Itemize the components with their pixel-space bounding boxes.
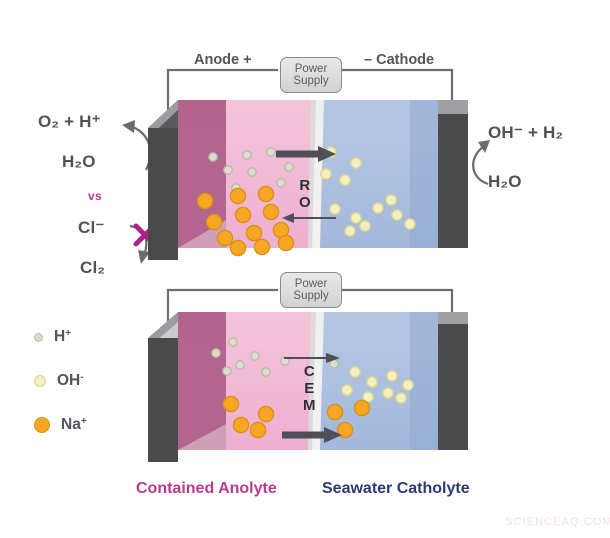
power-supply-line2: Supply	[293, 75, 329, 87]
cem-letter-e: E	[304, 379, 315, 397]
legend-label-oh-minus: OH-	[57, 372, 84, 389]
cem-membrane-label: C E M	[303, 363, 316, 414]
ion-legend: H+ OH- Na+	[34, 328, 87, 434]
power-supply-top[interactable]: Power Supply	[280, 57, 342, 93]
cathode-reaction-arrow	[472, 140, 490, 186]
caption-contained-anolyte: Contained Anolyte	[136, 480, 277, 497]
anode-slab	[148, 128, 178, 260]
ro-letter-o: O	[299, 193, 311, 211]
cem-membrane-arrows	[282, 353, 342, 443]
cem-letter-m: M	[303, 396, 316, 414]
bottom-cathode-slab	[438, 324, 468, 450]
cathode-slab	[438, 114, 468, 248]
power-supply-bottom[interactable]: Power Supply	[280, 272, 342, 308]
anode-reactant-label: H₂O	[62, 152, 96, 171]
legend-item-na-plus: Na+	[34, 416, 87, 434]
ro-letter-r: R	[299, 177, 311, 194]
power-supply-bottom-line2: Supply	[293, 290, 329, 302]
h-plus-ion-swatch	[34, 332, 43, 342]
legend-label-na-plus: Na+	[61, 416, 87, 433]
chloride-reactant-label: Cl⁻	[78, 218, 105, 237]
legend-item-oh-minus: OH-	[34, 372, 87, 390]
cathode-reactant-label: H₂O	[488, 172, 522, 191]
ro-membrane-arrows	[276, 146, 336, 223]
caption-seawater-catholyte: Seawater Catholyte	[322, 480, 470, 497]
vs-label: vs	[88, 189, 102, 203]
anode-product-label: O₂ + H⁺	[38, 112, 101, 131]
anode-label: Anode +	[194, 52, 252, 68]
ro-membrane-label: R O	[299, 177, 311, 212]
cem-letter-c: C	[303, 363, 315, 380]
cathode-product-label: OH⁻ + H₂	[488, 123, 564, 142]
watermark: SCIENCEAQ.COM	[505, 516, 610, 528]
power-supply-line1: Power	[294, 62, 328, 75]
bottom-anode-slab	[148, 338, 178, 462]
power-supply-bottom-line1: Power	[294, 277, 328, 290]
bottom-cell-ions	[211, 337, 414, 439]
legend-label-h-plus: H+	[54, 328, 72, 345]
top-cell-ions	[196, 146, 416, 257]
chlorine-product-label: Cl₂	[80, 258, 106, 277]
cathode-label: – Cathode	[364, 52, 435, 68]
legend-item-h-plus: H+	[34, 328, 87, 346]
na-plus-ion-swatch	[34, 417, 50, 433]
oh-minus-ion-swatch	[34, 375, 46, 387]
